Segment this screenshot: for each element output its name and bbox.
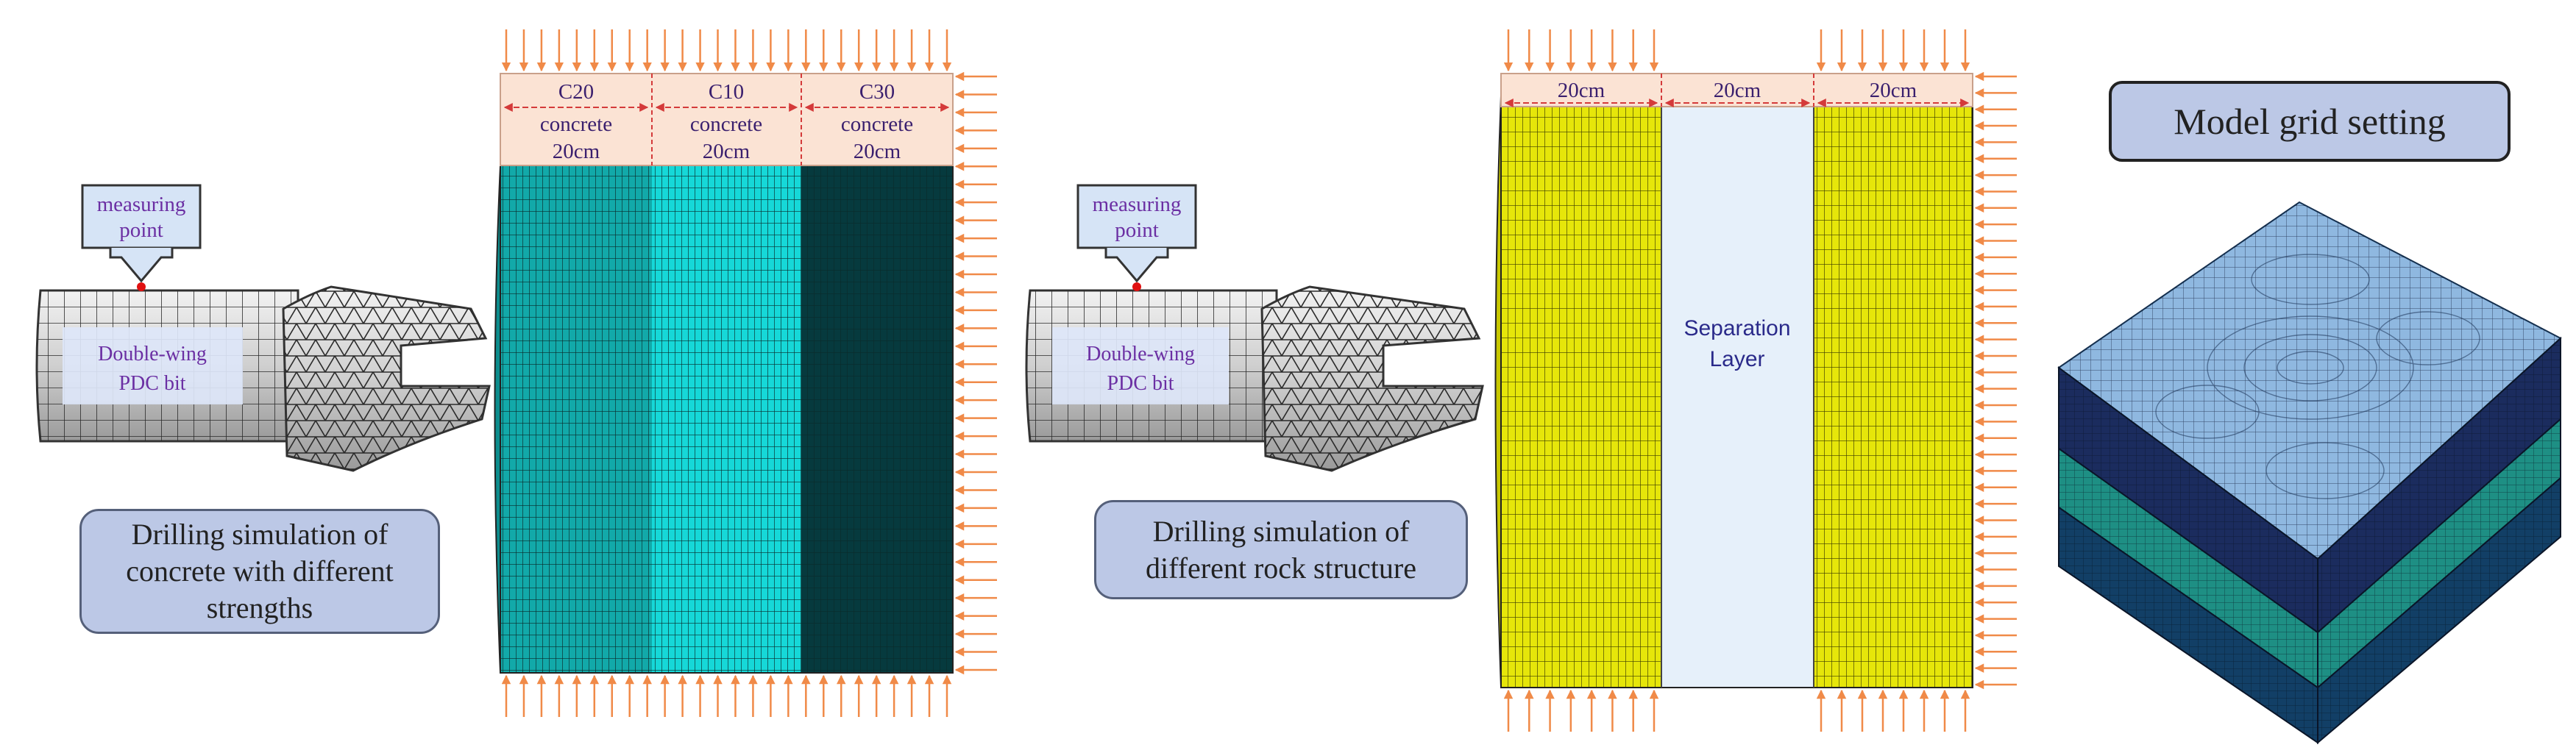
layer-left-thickness: 20cm: [1558, 79, 1605, 102]
separation-label-line1: Separation: [1683, 316, 1790, 340]
left-measuring-point-line2: point: [119, 218, 163, 242]
left-boundary-load-arrows: [501, 29, 997, 717]
left-drill-bit: Double-wing PDC bit: [35, 285, 491, 472]
left-measuring-point-callout: measuring point: [81, 184, 202, 291]
middle-measuring-point-line1: measuring: [1093, 193, 1182, 216]
left-measuring-point-line1: measuring: [97, 193, 186, 216]
middle-measuring-point-callout: measuring point: [1076, 184, 1197, 291]
c20-grade: C20: [558, 80, 594, 104]
model-grid-title: Model grid setting: [2109, 81, 2511, 162]
c20-thickness: 20cm: [553, 140, 600, 163]
c10-thickness: 20cm: [703, 140, 751, 163]
separation-label-line2: Layer: [1709, 347, 1764, 371]
left-strata-header: [500, 73, 954, 166]
left-measuring-point-dot: [137, 282, 146, 291]
c10-grade: C10: [709, 80, 744, 104]
middle-caption: Drilling simulation of different rock st…: [1094, 500, 1468, 599]
separation-layer: [1661, 107, 1814, 688]
c10-material: concrete: [690, 113, 762, 136]
middle-measuring-point-line2: point: [1115, 218, 1159, 242]
middle-measuring-point-dot: [1132, 282, 1141, 291]
c30-material: concrete: [841, 113, 913, 136]
left-strata-block: C20 concrete 20cm C10 concrete 20cm C30 …: [494, 73, 954, 674]
c30-thickness: 20cm: [854, 140, 901, 163]
left-bit-group: Double-wing PDC bit measuring point: [35, 184, 491, 472]
middle-bit-label-line2: PDC bit: [1107, 372, 1174, 395]
cube-top-mesh-swirls: [2155, 254, 2480, 499]
middle-bit-group: Double-wing PDC bit measuring point: [1025, 184, 1484, 472]
layer-middle-thickness: 20cm: [1714, 79, 1761, 102]
layer-right-thickness: 20cm: [1870, 79, 1917, 102]
left-bit-label-line2: PDC bit: [118, 372, 185, 395]
c30-grade: C30: [859, 80, 895, 104]
middle-drill-bit: Double-wing PDC bit: [1025, 285, 1484, 472]
c20-material: concrete: [540, 113, 612, 136]
middle-layer-block: 20cm 20cm 20cm Separation Layer: [1494, 73, 1973, 688]
middle-boundary-load-arrows: [1503, 29, 2017, 732]
left-bit-label-line1: Double-wing: [98, 343, 207, 365]
model-grid-cube: [2057, 201, 2562, 745]
middle-bit-label-line1: Double-wing: [1086, 343, 1195, 365]
left-caption: Drilling simulation of concrete with dif…: [79, 509, 440, 634]
